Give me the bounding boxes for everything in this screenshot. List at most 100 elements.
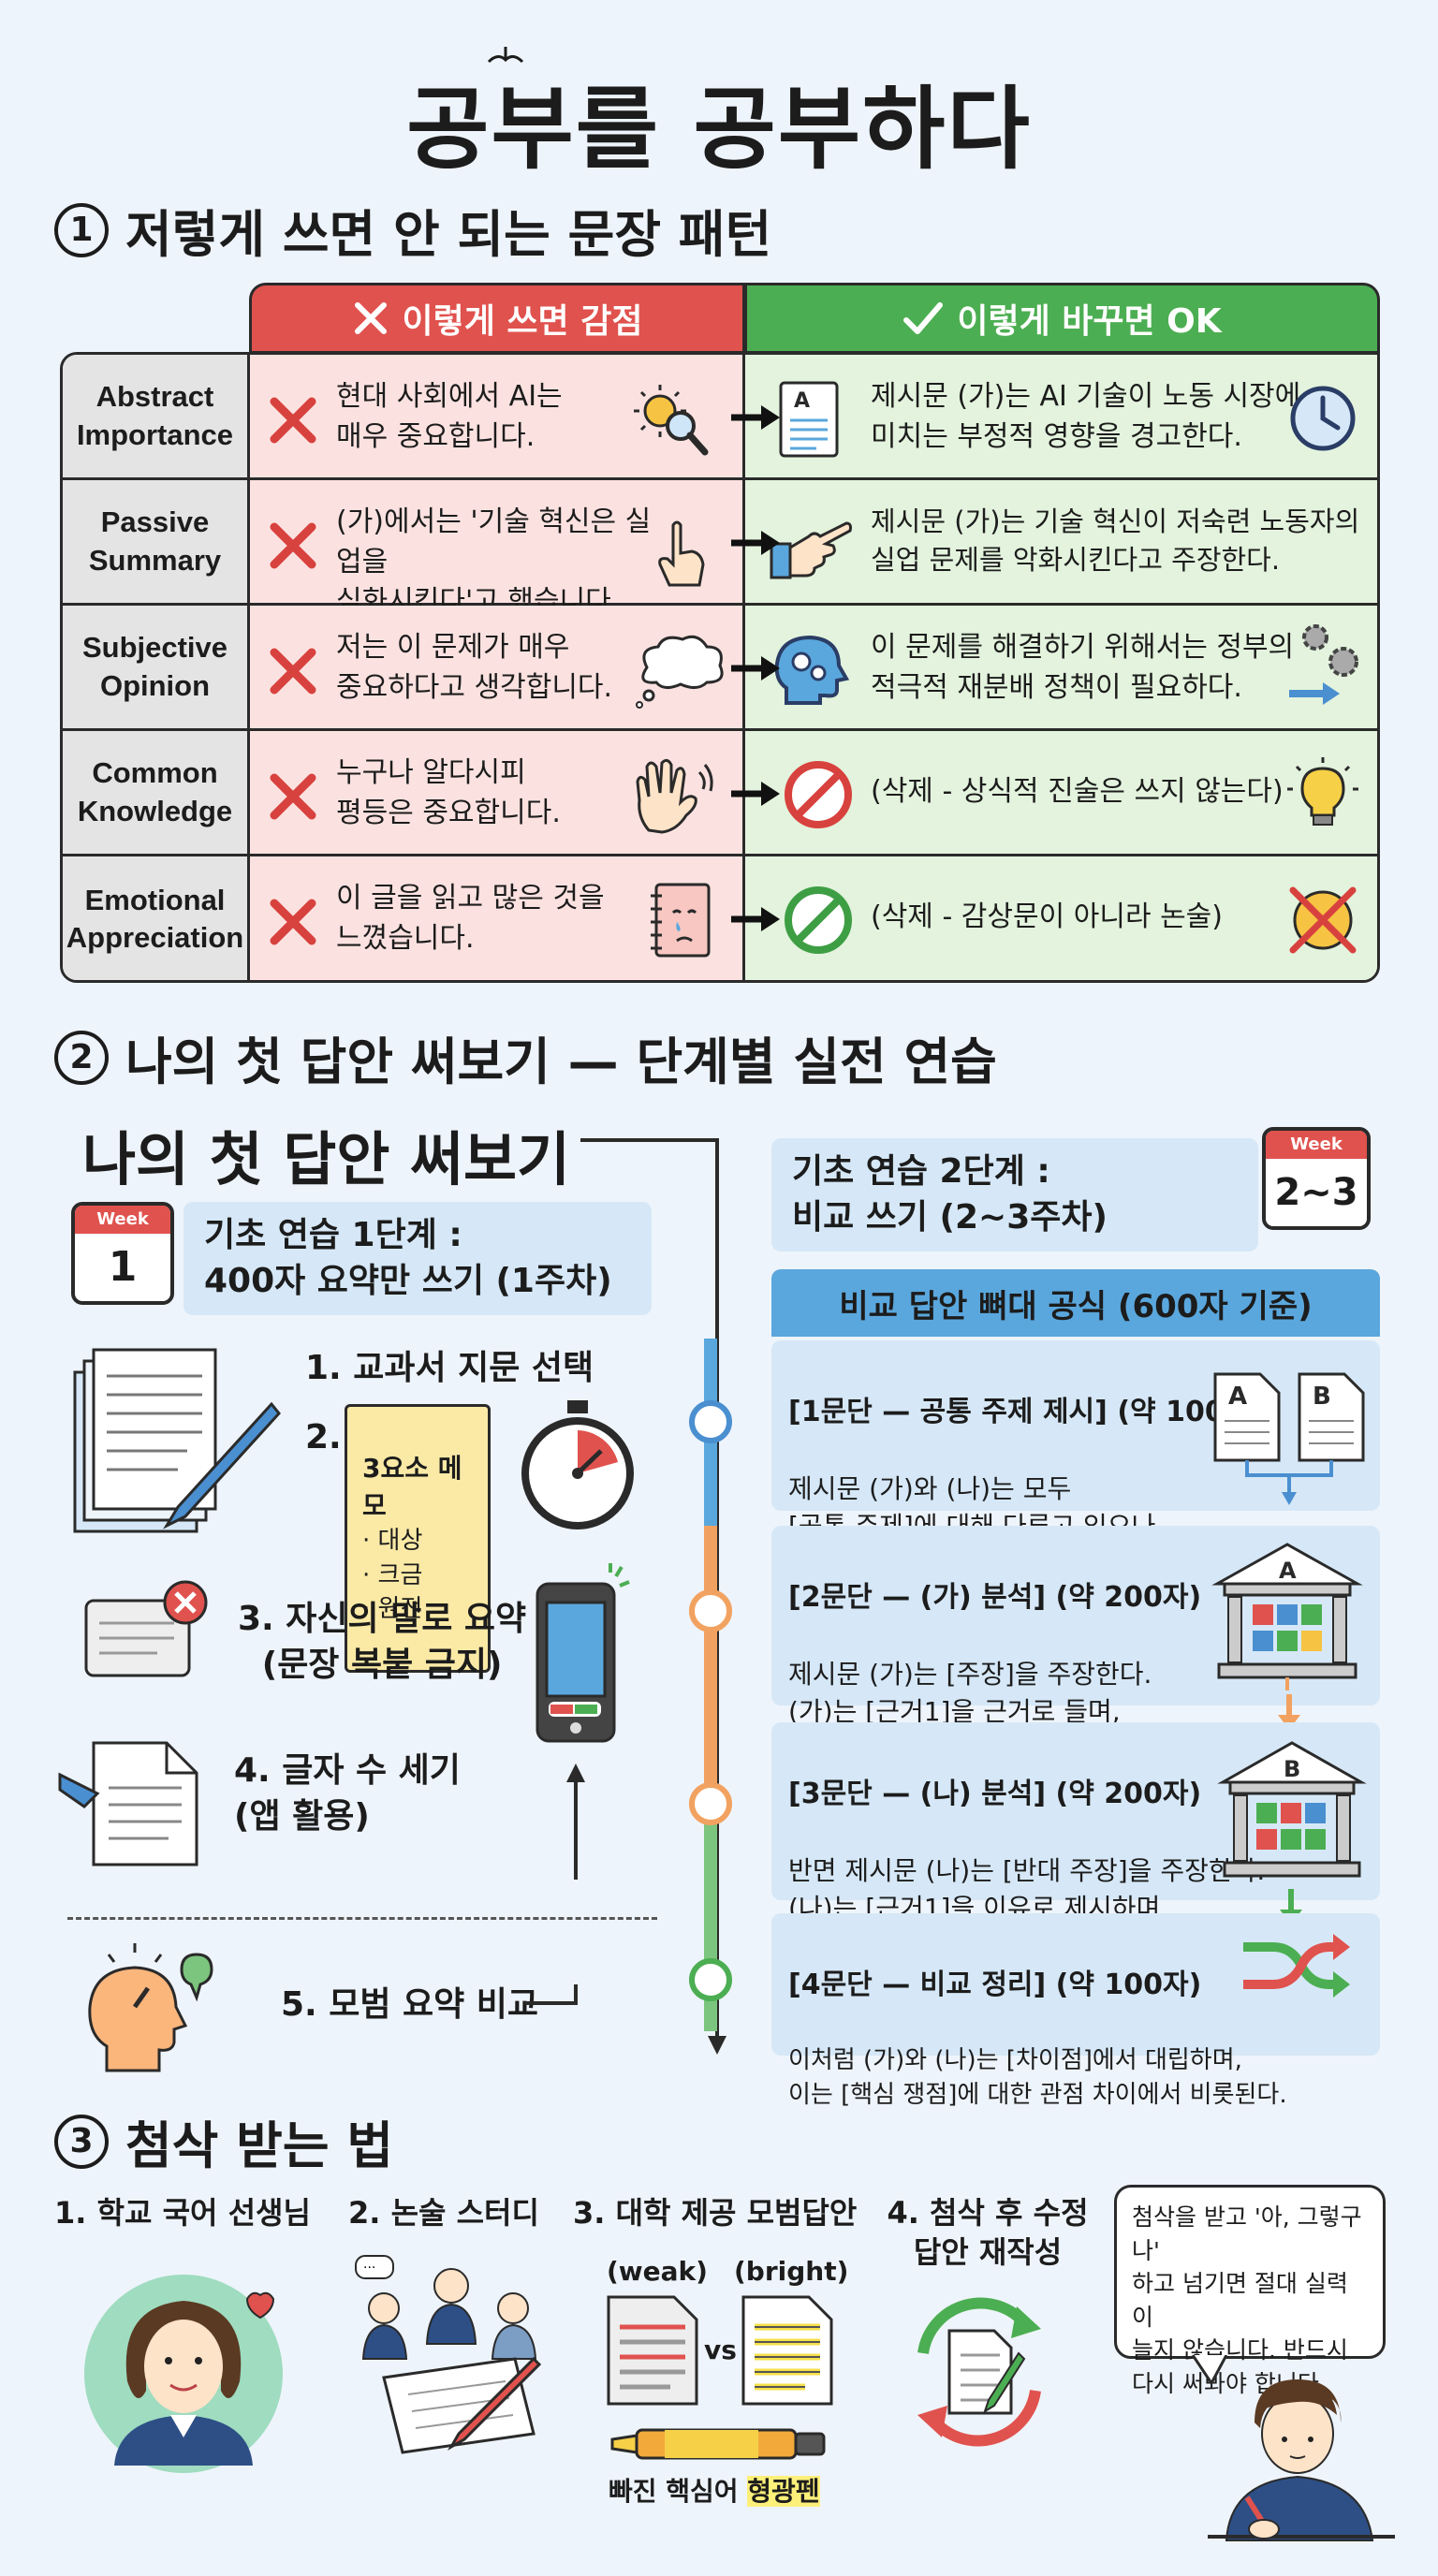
doc-a-label: A	[1228, 1383, 1247, 1411]
arrow-right-icon	[731, 656, 780, 681]
svg-text:···: ···	[363, 2261, 375, 2276]
bad-sentence: 누구나 알다시피 평등은 중요합니다.	[336, 756, 561, 829]
check-icon	[903, 302, 944, 334]
section2-title: 나의 첫 답안 써보기 — 단계별 실전 연습	[125, 1032, 997, 1091]
vs-label: vs	[704, 2334, 737, 2365]
arrow-up-icon	[566, 1764, 585, 1880]
arrow-right-icon	[731, 405, 780, 430]
arrow-right-icon	[731, 907, 780, 931]
paragraph-4-head: [4문단 — 비교 정리] (약 100자)	[788, 1968, 1202, 2001]
arrow-right-icon	[731, 531, 780, 555]
good-sentence: 이 문제를 해결하기 위해서는 정부의 적극적 재분배 정책이 필요하다.	[871, 631, 1295, 704]
red-x-icon	[270, 397, 316, 444]
section1-heading: 1 저렇게 쓰면 안 되는 문장 패턴	[54, 193, 771, 267]
student-writing-icon	[1208, 2379, 1395, 2541]
step-1: 1. 교과서 지문 선택	[305, 1349, 594, 1387]
chat-error-icon	[84, 1580, 208, 1677]
study-group-icon: ···	[355, 2255, 542, 2454]
memo-title: 3요소 메모	[362, 1453, 462, 1521]
timeline-node-2	[689, 1589, 732, 1632]
table-row: Common Knowledge 누구나 알다시피 평등은 중요합니다. (삭제…	[63, 731, 1377, 856]
formula-title: 비교 답안 뼈대 공식 (600자 기준)	[771, 1269, 1380, 1337]
good-sentence: 제시문 (가)는 AI 기술이 노동 시장에 미치는 부정적 영향을 경고한다.	[871, 380, 1301, 453]
bad-cell: 이 글을 읽고 많은 것을 느꼈습니다.	[250, 856, 745, 980]
stage2-box: 기초 연습 2단계 : 비교 쓰기 (2~3주차)	[771, 1138, 1258, 1252]
lightbulb-icon	[1287, 757, 1358, 826]
weak-label: (weak)	[607, 2256, 708, 2287]
smartphone-icon	[536, 1563, 630, 1743]
table-row: Abstract Importance 현대 사회에서 AI는 매우 중요합니다…	[63, 355, 1377, 480]
section3-heading: 3 첨삭 받는 법	[54, 2104, 393, 2178]
memo-note: 3요소 메모 · 대상 · 크금 · 원전	[345, 1404, 491, 1673]
x-icon	[354, 302, 387, 334]
table-body: Abstract Importance 현대 사회에서 AI는 매우 중요합니다…	[60, 352, 1380, 983]
row-label: Abstract Importance	[63, 355, 250, 477]
pointing-hand-icon	[658, 520, 705, 587]
stopwatch-icon	[521, 1400, 634, 1530]
good-cell: A 제시문 (가)는 AI 기술이 노동 시장에 미치는 부정적 영향을 경고한…	[745, 355, 1377, 477]
bad-sentence: 저는 이 문제가 매우 중요하다고 생각합니다.	[336, 631, 613, 704]
svg-text:B: B	[1284, 1756, 1300, 1782]
bad-column-header: 이렇게 쓰면 감점	[249, 283, 745, 354]
caption-prefix: 빠진 핵심어	[609, 2476, 748, 2507]
week-2-3-calendar-icon: Week 2~3	[1262, 1127, 1371, 1230]
doc-b-label: B	[1313, 1383, 1331, 1411]
waving-hand-icon	[636, 758, 713, 834]
connector-line	[580, 1138, 726, 2055]
section2-heading: 2 나의 첫 답안 써보기 — 단계별 실전 연습	[54, 1020, 997, 1094]
section3-title: 첨삭 받는 법	[125, 2116, 393, 2175]
week-label: Week	[1266, 1131, 1367, 1159]
divider	[67, 1917, 657, 1920]
good-cell: (삭제 - 감상문이 아니라 논술)	[745, 856, 1377, 980]
table-row: Subjective Opinion 저는 이 문제가 매우 중요하다고 생각합…	[63, 606, 1377, 731]
good-column-header: 이렇게 바꾸면 OK	[744, 283, 1380, 354]
section1-title: 저렇게 쓰면 안 되는 문장 패턴	[125, 205, 772, 264]
red-x-icon	[270, 773, 316, 820]
svg-text:A: A	[794, 389, 810, 413]
red-x-icon	[270, 522, 316, 569]
prohibited-green-icon	[785, 886, 852, 954]
pointing-hand-icon	[770, 521, 852, 579]
red-x-icon	[270, 648, 316, 695]
row-label: Common Knowledge	[63, 731, 250, 854]
good-cell: 이 문제를 해결하기 위해서는 정부의 적극적 재분배 정책이 필요하다.	[745, 606, 1377, 728]
step-5: 5. 모범 요약 비교	[281, 1985, 539, 2024]
feedback-item-2: 2. 논술 스터디	[348, 2195, 539, 2231]
shuffle-arrows-icon	[1243, 1934, 1350, 1998]
section3-number: 3	[54, 2114, 109, 2169]
good-cell: 제시문 (가)는 기술 혁신이 저숙련 노동자의 실업 문제를 악화시킨다고 주…	[745, 480, 1377, 603]
weak-document-icon	[607, 2295, 698, 2406]
bad-cell: 저는 이 문제가 매우 중요하다고 생각합니다.	[250, 606, 745, 728]
svg-text:A: A	[1279, 1558, 1297, 1584]
section2-subtitle: 나의 첫 답안 써보기	[82, 1125, 571, 1193]
week-label: Week	[75, 1206, 170, 1234]
memo-items: · 대상 · 크금 · 원전	[362, 1527, 423, 1623]
bright-document-icon	[741, 2295, 833, 2406]
section2-number: 2	[54, 1030, 109, 1085]
good-header-label: 이렇게 바꾸면 OK	[957, 302, 1222, 341]
crossed-face-icon	[1289, 886, 1357, 954]
bad-cell: (가)에서는 '기술 혁신은 실업을 심화시킨다'고 했습니다.	[250, 480, 745, 618]
head-gears-icon	[774, 635, 850, 705]
step-3: 3. 자신의 말로 요약 (문장 복붙 금지)	[238, 1600, 527, 1684]
row-label: Emotional Appreciation	[63, 856, 250, 980]
document-pencil-icon	[58, 1741, 198, 1866]
section1-number: 1	[54, 202, 109, 257]
timeline-node-3	[689, 1782, 732, 1825]
stage1-box: 기초 연습 1단계 : 400자 요약만 쓰기 (1주차)	[183, 1202, 652, 1316]
thought-cloud-icon	[636, 635, 724, 709]
bad-sentence: 이 글을 읽고 많은 것을 느꼈습니다.	[336, 882, 605, 955]
book-icon	[487, 47, 524, 64]
good-sentence: 제시문 (가)는 기술 혁신이 저숙련 노동자의 실업 문제를 악화시킨다고 주…	[871, 505, 1360, 577]
pattern-table: 이렇게 쓰면 감점 이렇게 바꾸면 OK Abstract Importance…	[60, 283, 1380, 983]
feedback-item-3: 3. 대학 제공 모범답안	[573, 2195, 858, 2231]
two-documents-icon: A B	[1213, 1372, 1365, 1505]
papers-pen-icon	[73, 1348, 281, 1533]
week-number: 1	[108, 1243, 138, 1291]
bad-sentence: 현대 사회에서 AI는 매우 중요합니다.	[336, 380, 563, 453]
bright-label: (bright)	[734, 2256, 849, 2287]
highlighter-icon	[610, 2428, 826, 2460]
table-row: Passive Summary (가)에서는 '기술 혁신은 실업을 심화시킨다…	[63, 480, 1377, 618]
highlighter-caption: 빠진 핵심어 형광펜	[609, 2471, 820, 2509]
feedback-item-4: 4. 첨삭 후 수정 답안 재작성	[887, 2195, 1089, 2270]
